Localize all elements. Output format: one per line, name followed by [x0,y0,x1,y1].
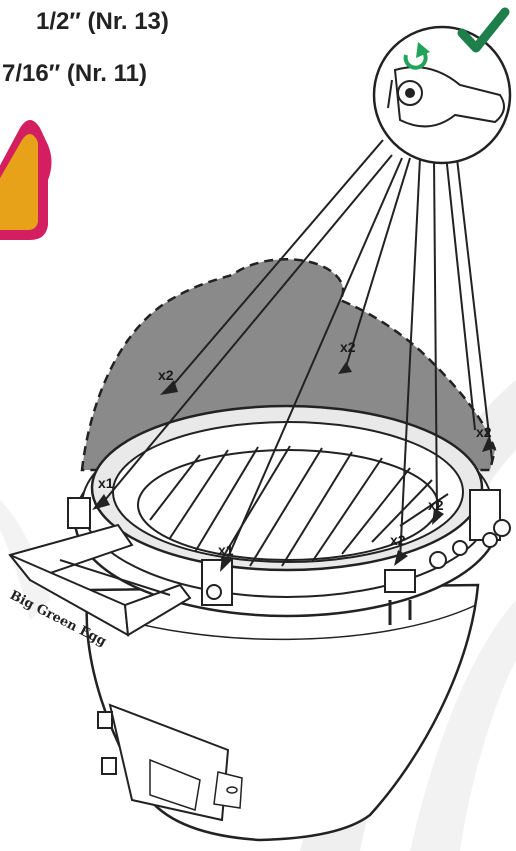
callout-label: x1 [218,542,234,558]
tool-size-2-nr: (Nr. 11) [66,60,147,87]
tool-size-1-size: 1/2″ [36,8,81,35]
magnifier-detail [372,25,512,165]
callout-label: x2 [340,339,356,355]
hinge-hardware [384,489,511,625]
callout-label: x2 [390,532,406,548]
tool-size-2: 7/16″ (Nr. 11) [2,60,147,88]
background-swoosh [410,600,516,851]
callout-label: x2 [476,424,492,440]
bolt-center [405,88,415,98]
callout-arrowheads [92,362,496,572]
rotate-arrow-icon [403,42,430,70]
tool-size-1-nr: (Nr. 13) [87,8,169,35]
cooking-grid [137,445,449,567]
callout-label: x1 [98,475,114,491]
tool-size-1: 1/2″ (Nr. 13) [36,8,169,36]
callout-lines [104,139,493,563]
wrench [393,66,505,128]
lower-vent [97,703,243,822]
checkmark-icon [457,7,510,53]
front-bolt-bracket [201,559,233,606]
side-handle [8,497,192,637]
warning-triangle-icon [0,120,52,240]
callout-label: x2 [158,367,174,383]
tool-size-2-size: 7/16″ [2,60,61,87]
callout-label: x2 [428,497,444,513]
